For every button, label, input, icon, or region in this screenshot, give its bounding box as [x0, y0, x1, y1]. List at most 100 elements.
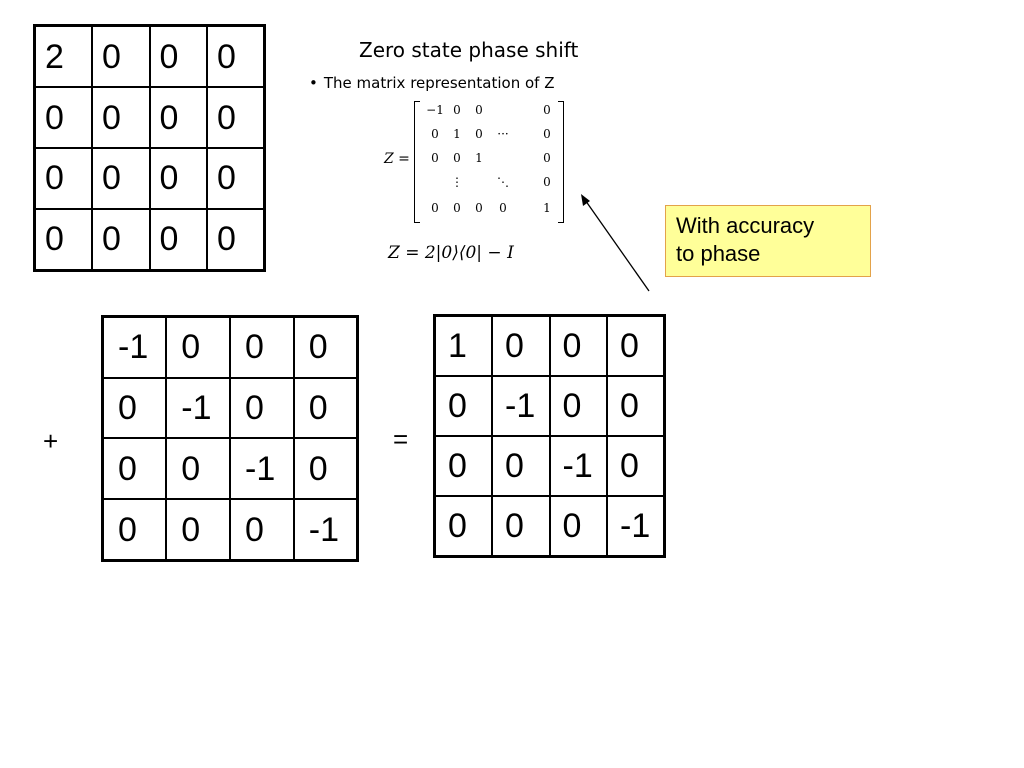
z-matrix-entry: 0	[475, 201, 483, 215]
matrix-cell: 0	[491, 494, 551, 558]
matrix-cell: -1	[491, 375, 551, 437]
matrix-cell: 0	[229, 376, 295, 440]
accuracy-note-callout: With accuracy to phase	[665, 205, 871, 277]
z-matrix-entry: 1	[543, 201, 551, 215]
matrix-cell: 0	[33, 86, 93, 149]
matrix-cell: 0	[148, 86, 208, 149]
z-matrix-entry: 0	[453, 151, 461, 165]
matrix-cell: 2	[33, 24, 93, 89]
matrix-cell: 0	[206, 24, 266, 89]
z-matrix-entry: 0	[431, 201, 439, 215]
matrix-cell: -1	[606, 494, 666, 558]
matrix-cell: -1	[292, 498, 359, 562]
matrix-cell: 0	[165, 315, 231, 379]
matrix-cell: 0	[606, 434, 666, 497]
matrix-cell: -1	[101, 315, 168, 379]
matrix-cell: -1	[548, 434, 608, 497]
matrix-cell: 0	[206, 207, 266, 272]
matrix-cell: 0	[206, 86, 266, 149]
z-matrix-entry: 0	[543, 103, 551, 117]
z-projector-formula: Z = 2|0⟩⟨0| − I	[388, 243, 514, 263]
z-matrix-entry: 0	[543, 127, 551, 141]
matrix-cell: 0	[148, 207, 208, 272]
z-matrix-entry: 0	[453, 201, 461, 215]
matrix-cell: 0	[33, 146, 93, 210]
matrix-cell: 0	[548, 314, 608, 378]
matrix-cell: 0	[33, 207, 93, 272]
matrix-cell: 0	[292, 437, 359, 501]
z-matrix-entry: ···	[497, 127, 509, 141]
matrix-cell: 0	[165, 437, 231, 501]
embedded-slide-bullet: • The matrix representation of Z	[309, 74, 554, 92]
matrix-cell: -1	[229, 437, 295, 501]
z-matrix-entry: 0	[431, 127, 439, 141]
matrix-cell: 0	[433, 434, 493, 497]
matrix-cell: 0	[148, 24, 208, 89]
z-matrix-entry: 0	[475, 127, 483, 141]
z-matrix-entry: 0	[499, 201, 507, 215]
bullet-dot-icon: •	[309, 74, 318, 92]
right-bracket	[558, 101, 564, 223]
matrix-cell: 0	[433, 494, 493, 558]
z-matrix-entry: 0	[453, 103, 461, 117]
matrix-cell: 0	[229, 498, 295, 562]
matrix-cell: 0	[148, 146, 208, 210]
left-bracket	[414, 101, 420, 223]
matrix-cell: 1	[433, 314, 493, 378]
matrix-cell: 0	[491, 314, 551, 378]
matrix-cell: 0	[433, 375, 493, 437]
plus-operator: +	[43, 426, 59, 456]
embedded-slide-bullet-text: The matrix representation of Z	[323, 74, 555, 92]
embedded-slide-title: Zero state phase shift	[359, 38, 579, 62]
note-line-1: With accuracy	[676, 213, 815, 238]
zero-state-phase-shift-image: Zero state phase shift • The matrix repre…	[300, 30, 620, 275]
z-matrix-entry: −1	[426, 103, 444, 117]
matrix-cell: 0	[101, 498, 168, 562]
matrix-cell: 0	[606, 375, 666, 437]
z-matrix-label: Z =	[384, 151, 410, 167]
z-matrix-entry: 0	[543, 175, 551, 189]
z-matrix-entry: 1	[453, 127, 461, 141]
matrix-cell: 0	[91, 146, 151, 210]
matrix-cell: 0	[548, 375, 608, 437]
matrix-cell: 0	[101, 437, 168, 501]
matrix-cell: 0	[91, 86, 151, 149]
z-matrix-entry: 1	[475, 151, 483, 165]
z-matrix-entry: ⋮	[451, 175, 463, 189]
matrix-cell: 0	[91, 24, 151, 89]
matrix-cell: 0	[91, 207, 151, 272]
z-matrix-entry: 0	[431, 151, 439, 165]
matrix-cell: 0	[292, 376, 359, 440]
z-matrix-entry: 0	[475, 103, 483, 117]
matrix-cell: 0	[206, 146, 266, 210]
matrix-cell: 0	[165, 498, 231, 562]
note-line-2: to phase	[676, 240, 761, 266]
z-matrix-entry: ⋱	[497, 175, 509, 189]
matrix-cell: 0	[606, 314, 666, 378]
z-matrix-entry: 0	[543, 151, 551, 165]
matrix-cell: 0	[491, 434, 551, 497]
equals-operator: =	[393, 424, 409, 454]
matrix-cell: 0	[101, 376, 168, 440]
matrix-cell: 0	[292, 315, 359, 379]
matrix-cell: -1	[165, 376, 231, 440]
matrix-cell: 0	[548, 494, 608, 558]
matrix-cell: 0	[229, 315, 295, 379]
